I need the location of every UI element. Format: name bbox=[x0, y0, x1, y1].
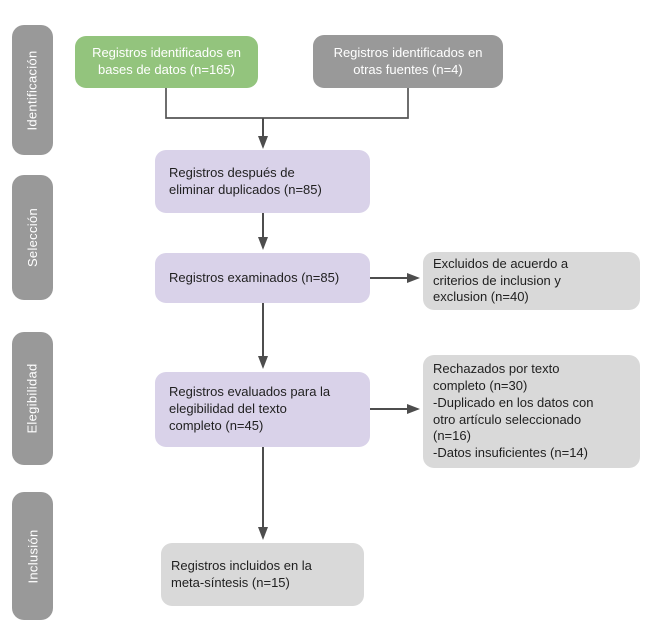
box-records-identified-databases-text: Registros identificados en bases de dato… bbox=[92, 45, 241, 77]
merge-connector-line bbox=[165, 88, 409, 119]
box-records-screened: Registros examinados (n=85) bbox=[155, 253, 370, 303]
box-records-after-duplicates-removed: Registros después de eliminar duplicados… bbox=[155, 150, 370, 213]
box-records-identified-databases: Registros identificados en bases de dato… bbox=[75, 36, 258, 88]
box-excluded-by-criteria-text: Excluidos de acuerdo a criterios de incl… bbox=[433, 255, 569, 305]
stage-label-inclusion-text: Inclusión bbox=[25, 528, 41, 584]
box-excluded-by-criteria: Excluidos de acuerdo a criterios de incl… bbox=[423, 252, 640, 310]
stage-label-identification: Identificación bbox=[12, 25, 53, 155]
box-included-meta-synthesis-text: Registros incluidos en la meta-síntesis … bbox=[171, 557, 312, 590]
box-fulltext-assessed-eligibility-text: Registros evaluados para la elegibilidad… bbox=[169, 384, 331, 433]
stage-label-selection: Selección bbox=[12, 175, 53, 300]
stage-label-eligibility-text: Elegibilidad bbox=[25, 363, 40, 434]
stage-label-inclusion: Inclusión bbox=[12, 492, 53, 620]
box-records-identified-other-sources-text: Registros identificados en otras fuentes… bbox=[333, 44, 483, 77]
box-records-after-duplicates-removed-text: Registros después de eliminar duplicados… bbox=[169, 164, 322, 197]
stage-label-selection-text: Selección bbox=[25, 207, 41, 268]
stage-label-identification-text: Identificación bbox=[25, 49, 40, 131]
box-fulltext-rejected-text: Rechazados por texto completo (n=30) -Du… bbox=[433, 360, 594, 461]
box-records-identified-other-sources: Registros identificados en otras fuentes… bbox=[313, 35, 503, 88]
box-included-meta-synthesis: Registros incluidos en la meta-síntesis … bbox=[161, 543, 364, 606]
stage-label-eligibility: Elegibilidad bbox=[12, 332, 53, 465]
box-fulltext-rejected: Rechazados por texto completo (n=30) -Du… bbox=[423, 355, 640, 468]
box-fulltext-assessed-eligibility: Registros evaluados para la elegibilidad… bbox=[155, 372, 370, 447]
box-records-screened-text: Registros examinados (n=85) bbox=[169, 269, 340, 285]
